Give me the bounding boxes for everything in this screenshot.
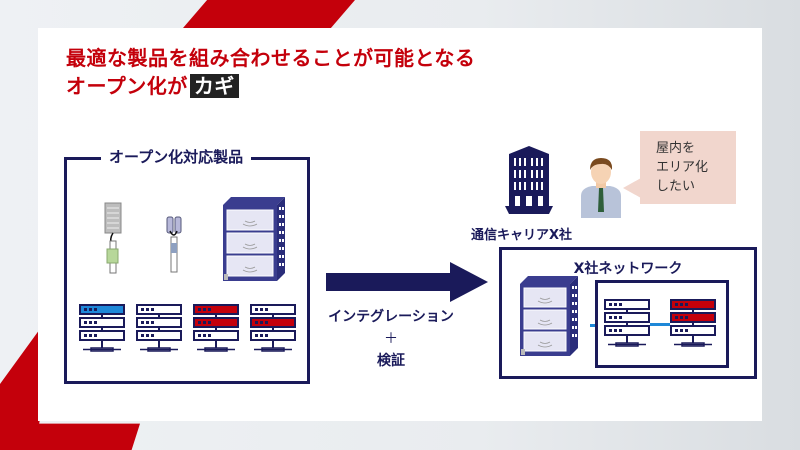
server-unit xyxy=(670,325,716,336)
server-unit xyxy=(136,304,182,315)
server-unit xyxy=(193,304,239,315)
open-products-title: オープン化対応製品 xyxy=(101,146,252,167)
integration-text: インテグレーション xyxy=(328,309,454,325)
speech-bubble: 屋内を エリア化 したい xyxy=(640,131,736,204)
verification-text: 検証 xyxy=(377,353,405,369)
slide-title: 最適な製品を組み合わせることが可能となる オープン化がカギ xyxy=(66,44,475,100)
server-rack-icon xyxy=(136,304,182,352)
connection-line xyxy=(650,323,670,326)
server-unit xyxy=(136,317,182,328)
open-products-panel: オープン化対応製品 xyxy=(64,146,310,384)
server-unit xyxy=(193,330,239,341)
base-station-building-icon xyxy=(223,197,285,281)
integration-label: インテグレーション ＋ 検証 xyxy=(306,306,476,372)
right-arrow-icon xyxy=(326,262,488,302)
server-unit xyxy=(136,330,182,341)
server-unit xyxy=(250,317,296,328)
office-building-icon xyxy=(505,146,553,214)
server-rack-icon xyxy=(250,304,296,352)
speech-bubble-tail xyxy=(623,178,641,198)
carrier-network-panel: X社ネットワーク xyxy=(499,247,757,379)
decorative-red-stripe-top xyxy=(183,0,355,28)
plus-sign: ＋ xyxy=(384,331,398,347)
server-rack-icon xyxy=(670,299,716,347)
server-rack-icon xyxy=(79,304,125,352)
title-line-2-text: オープン化が xyxy=(66,74,188,98)
server-unit xyxy=(604,299,650,310)
base-station-building-icon xyxy=(520,276,578,356)
speech-bubble-text: 屋内を エリア化 したい xyxy=(656,141,709,194)
server-unit xyxy=(604,312,650,323)
carrier-network-title: X社ネットワーク xyxy=(573,261,683,277)
server-rack-icon xyxy=(193,304,239,352)
omni-antenna-icon xyxy=(166,216,182,273)
server-unit xyxy=(250,304,296,315)
server-unit xyxy=(670,312,716,323)
slide-card: 最適な製品を組み合わせることが可能となる オープン化がカギ オープン化対応製品 xyxy=(38,28,762,421)
title-line-2: オープン化がカギ xyxy=(66,72,475,100)
server-unit xyxy=(79,330,125,341)
server-unit xyxy=(250,330,296,341)
server-rack-icon xyxy=(604,299,650,347)
title-key-highlight: カギ xyxy=(189,74,239,98)
server-unit xyxy=(193,317,239,328)
server-unit xyxy=(79,304,125,315)
title-line-1: 最適な製品を組み合わせることが可能となる xyxy=(66,46,476,70)
panel-antenna-icon xyxy=(104,202,122,274)
person-avatar-icon xyxy=(581,158,621,218)
server-cluster-box xyxy=(595,280,729,368)
server-unit xyxy=(604,325,650,336)
carrier-label: 通信キャリアX社 xyxy=(471,228,573,243)
server-unit xyxy=(79,317,125,328)
server-unit xyxy=(670,299,716,310)
